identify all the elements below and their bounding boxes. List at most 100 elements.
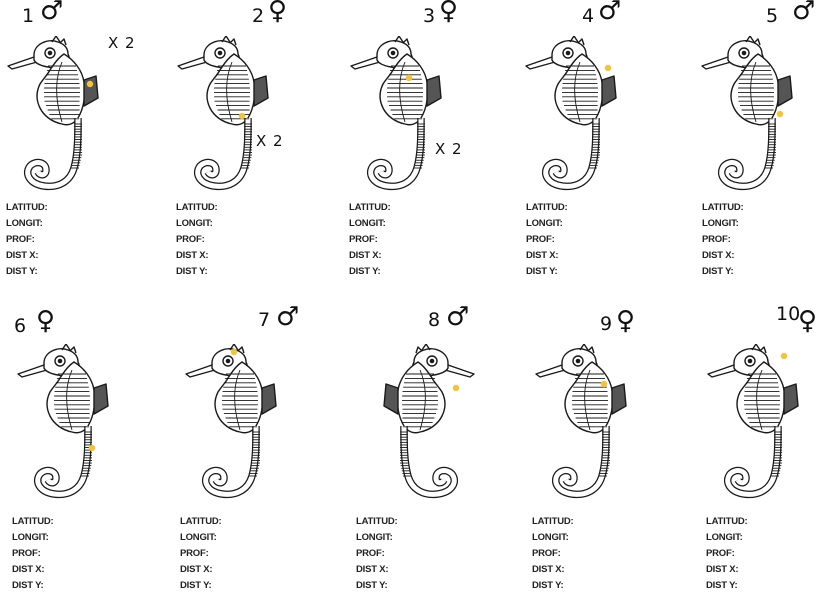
field-label-latitud: LATITUD: (180, 514, 222, 530)
field-label-latitud: LATITUD: (356, 514, 398, 530)
field-label-prof: PROF: (532, 546, 574, 562)
specimen-number: 3 (423, 6, 435, 26)
seahorse-illustration (522, 36, 642, 196)
specimen-number: 10 (776, 304, 800, 324)
specimen-card: 4♂ LATITUD:LONGIT:PROF:DIST X:DIST Y: (520, 0, 680, 290)
tag-location-marker (601, 381, 607, 387)
specimen-card: 9♀LATITUD:LONGIT:PROF:DIST X:DIST Y: (528, 310, 688, 600)
field-label-longit: LONGIT: (702, 216, 744, 232)
field-labels: LATITUD:LONGIT:PROF:DIST X:DIST Y: (180, 514, 222, 594)
field-label-prof: PROF: (12, 546, 54, 562)
field-label-dist-y: DIST Y: (12, 578, 54, 594)
male-symbol-icon: ♂ (276, 304, 299, 330)
tag-location-marker (605, 65, 611, 71)
field-label-longit: LONGIT: (12, 530, 54, 546)
field-label-prof: PROF: (702, 232, 744, 248)
female-symbol-icon: ♀ (268, 0, 287, 24)
seahorse-illustration (4, 36, 124, 196)
field-label-dist-y: DIST Y: (356, 578, 398, 594)
field-label-dist-x: DIST X: (180, 562, 222, 578)
female-symbol-icon: ♀ (36, 308, 55, 334)
specimen-card: 1♂X 2LATITUD:LONGIT:PROF:DIST X:DIST Y: (0, 0, 160, 290)
female-symbol-icon: ♀ (439, 0, 458, 24)
field-label-dist-y: DIST Y: (6, 264, 48, 280)
specimen-number: 5 (766, 6, 778, 26)
field-labels: LATITUD:LONGIT:PROF:DIST X:DIST Y: (702, 200, 744, 280)
seahorse-figure (347, 36, 467, 201)
field-label-latitud: LATITUD: (706, 514, 748, 530)
seahorse-figure (182, 344, 302, 509)
field-label-latitud: LATITUD: (176, 200, 218, 216)
seahorse-figure (532, 344, 652, 509)
field-label-latitud: LATITUD: (12, 514, 54, 530)
field-label-longit: LONGIT: (180, 530, 222, 546)
field-label-prof: PROF: (176, 232, 218, 248)
specimen-number: 8 (428, 310, 440, 330)
field-label-dist-x: DIST X: (702, 248, 744, 264)
specimen-card: 5 ♂ LATITUD:LONGIT:PROF:DIST X:DIST Y: (696, 0, 824, 290)
male-symbol-icon: ♂ (446, 304, 469, 330)
male-symbol-icon: ♂ (598, 0, 621, 24)
field-label-dist-x: DIST X: (706, 562, 748, 578)
specimen-card: 6 ♀ LATITUD:LONGIT:PROF:DIST X:DIST Y: (8, 310, 168, 600)
tag-location-marker (87, 81, 93, 87)
field-label-dist-y: DIST Y: (702, 264, 744, 280)
seahorse-figure (174, 36, 294, 201)
seahorse-illustration (174, 36, 294, 196)
field-label-longit: LONGIT: (176, 216, 218, 232)
seahorse-illustration (358, 344, 478, 504)
field-label-prof: PROF: (180, 546, 222, 562)
seahorse-figure (522, 36, 642, 201)
seahorse-illustration (698, 36, 818, 196)
tag-location-marker (231, 349, 237, 355)
field-label-dist-x: DIST X: (6, 248, 48, 264)
specimen-number: 2 (252, 6, 264, 26)
seahorse-illustration (704, 344, 824, 504)
field-label-dist-x: DIST X: (12, 562, 54, 578)
field-label-dist-y: DIST Y: (532, 578, 574, 594)
seahorse-illustration (532, 344, 652, 504)
seahorse-illustration (347, 36, 467, 196)
field-labels: LATITUD:LONGIT:PROF:DIST X:DIST Y: (176, 200, 218, 280)
specimen-card: 7♂LATITUD:LONGIT:PROF:DIST X:DIST Y: (176, 310, 336, 600)
field-label-prof: PROF: (6, 232, 48, 248)
seahorse-figure (698, 36, 818, 201)
tag-location-marker (781, 353, 787, 359)
field-label-prof: PROF: (356, 546, 398, 562)
field-label-prof: PROF: (706, 546, 748, 562)
field-label-latitud: LATITUD: (702, 200, 744, 216)
seahorse-illustration (14, 344, 134, 504)
field-label-latitud: LATITUD: (6, 200, 48, 216)
seahorse-figure (704, 344, 824, 509)
field-label-latitud: LATITUD: (526, 200, 568, 216)
specimen-number: 4 (582, 6, 594, 26)
tag-location-marker (239, 113, 245, 119)
male-symbol-icon: ♂ (40, 0, 63, 24)
tag-location-marker (453, 385, 459, 391)
specimen-number: 6 (14, 316, 26, 336)
field-label-dist-x: DIST X: (532, 562, 574, 578)
field-label-latitud: LATITUD: (349, 200, 391, 216)
field-label-dist-x: DIST X: (526, 248, 568, 264)
seahorse-illustration (182, 344, 302, 504)
field-label-dist-x: DIST X: (356, 562, 398, 578)
field-label-dist-y: DIST Y: (349, 264, 391, 280)
field-label-longit: LONGIT: (532, 530, 574, 546)
field-label-dist-x: DIST X: (349, 248, 391, 264)
specimen-card: 10♀LATITUD:LONGIT:PROF:DIST X:DIST Y: (702, 310, 824, 600)
field-label-prof: PROF: (349, 232, 391, 248)
male-symbol-icon: ♂ (792, 0, 815, 24)
field-label-longit: LONGIT: (349, 216, 391, 232)
field-labels: LATITUD:LONGIT:PROF:DIST X:DIST Y: (6, 200, 48, 280)
female-symbol-icon: ♀ (798, 308, 817, 334)
tag-location-marker (89, 445, 95, 451)
field-labels: LATITUD:LONGIT:PROF:DIST X:DIST Y: (526, 200, 568, 280)
tag-location-marker (406, 75, 412, 81)
field-label-dist-y: DIST Y: (180, 578, 222, 594)
seahorse-figure (358, 344, 478, 509)
field-label-dist-y: DIST Y: (176, 264, 218, 280)
field-labels: LATITUD:LONGIT:PROF:DIST X:DIST Y: (12, 514, 54, 594)
specimen-card: 2♀X 2LATITUD:LONGIT:PROF:DIST X:DIST Y: (172, 0, 332, 290)
field-labels: LATITUD:LONGIT:PROF:DIST X:DIST Y: (706, 514, 748, 594)
